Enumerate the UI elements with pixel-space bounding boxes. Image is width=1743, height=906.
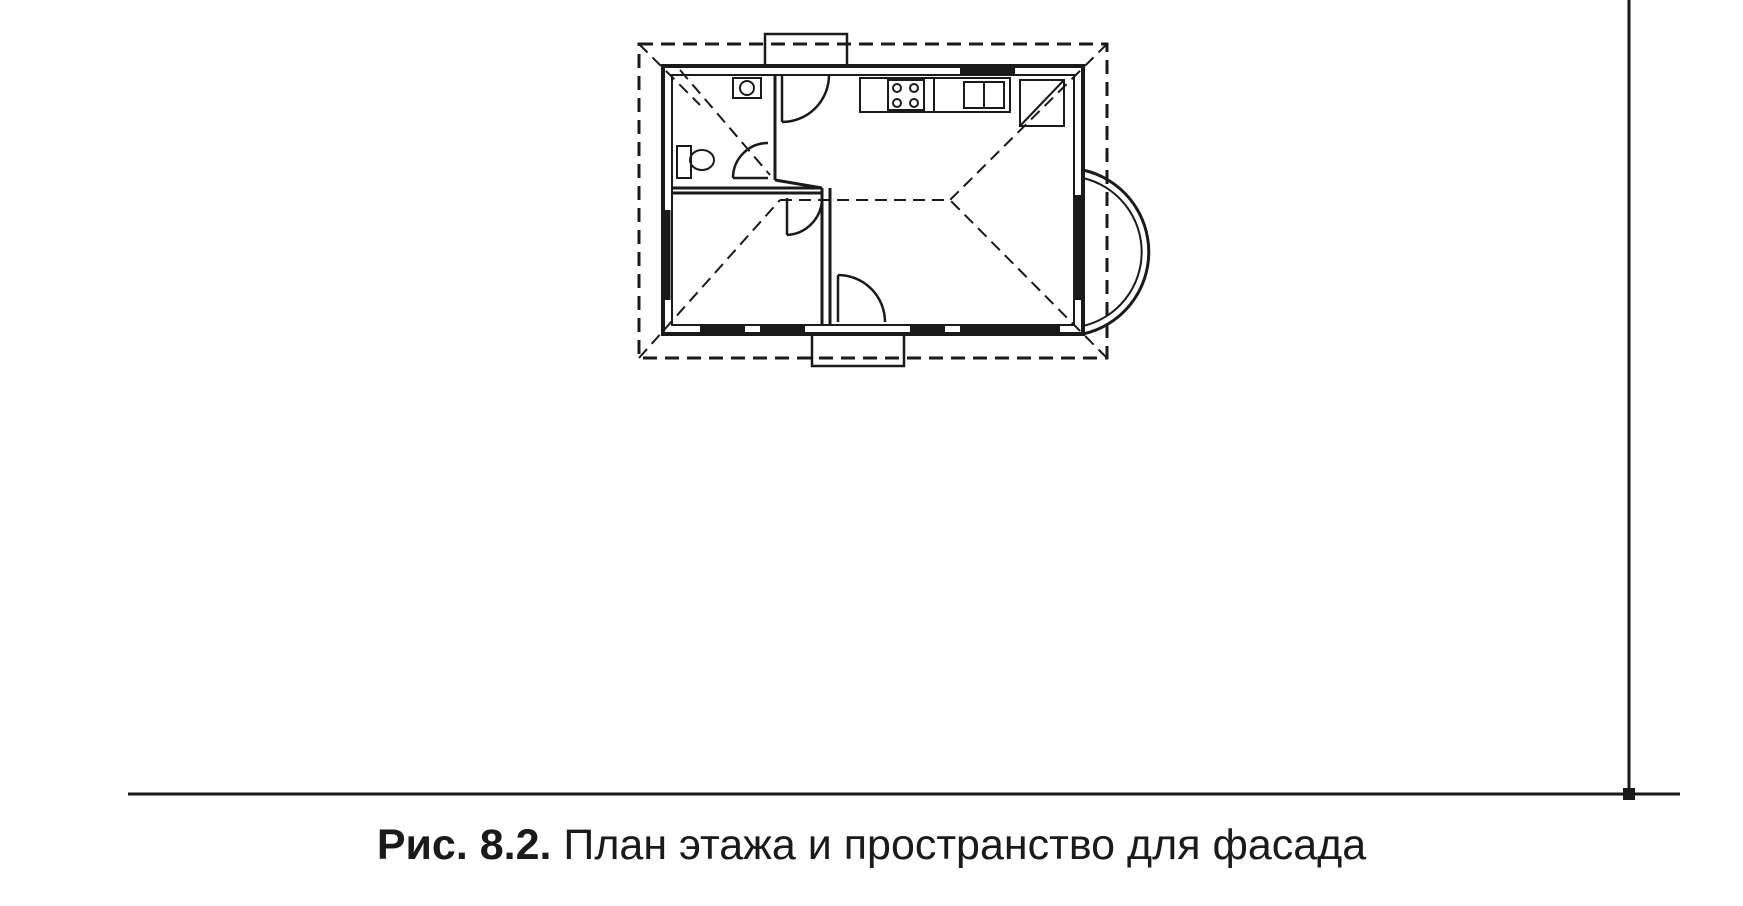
windows — [663, 67, 1082, 333]
corner-cabinet — [1019, 79, 1065, 127]
bay-window-arc — [1082, 168, 1151, 336]
figure-caption-text: План этажа и пространство для фасада — [563, 821, 1367, 869]
roof-hip-lines — [638, 43, 1108, 359]
exterior-wall-inner — [671, 74, 1075, 326]
bay-window-arc-inner — [1082, 177, 1143, 327]
figure-label: Рис. 8.2. — [376, 821, 552, 869]
bathroom-fixtures — [676, 77, 762, 179]
page-frame-lines — [128, 0, 1680, 800]
roof-outline — [637, 42, 1109, 360]
front-porch-top — [763, 32, 849, 68]
doors — [731, 74, 887, 323]
back-porch-bottom — [810, 332, 906, 368]
kitchen-counter — [859, 77, 1011, 113]
interior-walls — [672, 75, 832, 325]
floor-plan — [637, 32, 1151, 368]
frame-corner-marker — [1623, 788, 1635, 800]
figure-caption: Рис. 8.2. План этажа и пространство для … — [0, 824, 1743, 867]
